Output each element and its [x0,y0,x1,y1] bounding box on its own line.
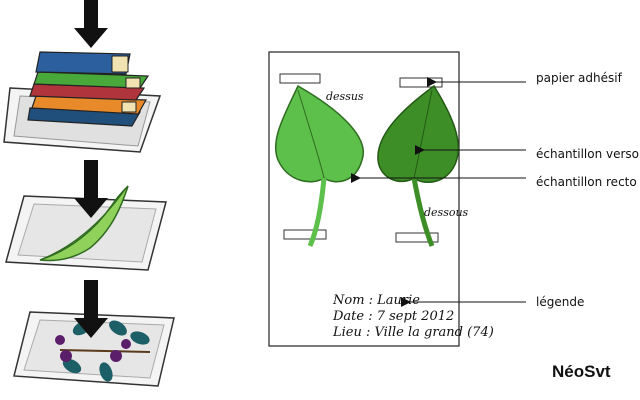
caption-line: Lieu : Ville la grand (74) [332,325,494,340]
callout-verso: échantillon verso [536,147,639,161]
brand-logo: NéoSvt [552,362,611,381]
pressing-steps [3,0,175,387]
down-arrow-icon [74,0,108,48]
under-side-label: dessous [424,206,469,219]
tape-strip [395,232,439,243]
leaf-under-side [377,84,460,247]
upper-side-label: dessus [326,90,364,103]
caption-block: Nom : Laurie Date : 7 sept 2012 Lieu : V… [332,293,494,340]
fern-leaf-icon [39,185,129,262]
callout-recto: échantillon recto [536,175,637,189]
callout-caption: légende [536,295,584,309]
leaf-upper-side [274,84,365,248]
book-stack-icon [27,51,150,127]
caption-line: Nom : Laurie [332,293,420,308]
tape-strip [279,73,321,84]
callout-tape: papier adhésif [536,71,623,85]
caption-line: Date : 7 sept 2012 [332,309,454,324]
step-mounted-paper [13,311,175,387]
down-arrow-icon [74,160,108,218]
herbarium-sheet: dessus dessous Nom : Laurie Date : 7 sep… [268,51,494,347]
callouts: papier adhésif échantillon verso échanti… [351,71,639,309]
down-arrow-icon [74,280,108,338]
tape-strip [283,229,327,240]
